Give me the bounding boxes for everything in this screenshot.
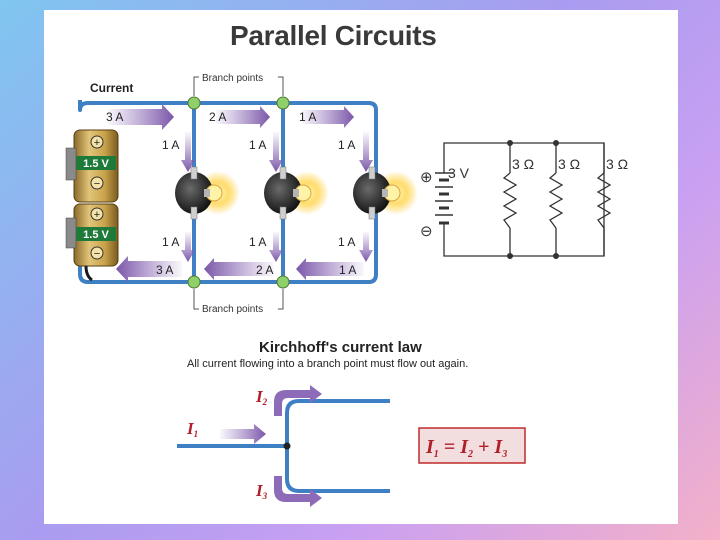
schematic-battery-symbol: [435, 172, 453, 225]
flow-arrow-left: [204, 258, 274, 280]
current-label: Current: [90, 81, 133, 95]
flow-arrow-down: [359, 232, 373, 262]
flow-arrow-right: [220, 424, 266, 444]
current-value-top-2: 2 A: [209, 110, 226, 124]
battery-1: + 1.5 V −: [65, 129, 119, 203]
branch-current-label: 1 A: [249, 235, 266, 249]
plus-terminal-icon: ⊕: [420, 169, 433, 186]
junction-node: [283, 442, 291, 450]
flow-arrow-right: [302, 106, 354, 128]
diagram-canvas: Branch points Branch points Current 3 A …: [65, 73, 628, 507]
kirchhoff-heading: Kirchhoff's current law: [259, 339, 422, 356]
junction-diagram: [177, 399, 390, 493]
flow-arrow-right: [108, 104, 174, 130]
schematic-diagram: [443, 142, 612, 257]
resistor-symbol: [502, 172, 518, 229]
current-value-bottom-1: 3 A: [156, 263, 173, 277]
flow-arrow-down: [269, 132, 283, 172]
lower-branch-wire: [285, 446, 390, 493]
equation-box: I1 = I2 + I3: [418, 427, 526, 464]
light-bulb-1: [175, 166, 240, 220]
current-value-top-1: 3 A: [106, 110, 123, 124]
slide: Parallel Circuits: [44, 10, 678, 524]
flow-arrow-left: [116, 256, 182, 282]
branch-points-callout-bottom: [193, 289, 284, 310]
battery-lead-wire: [84, 265, 93, 282]
resistor-symbol: [596, 172, 612, 229]
current-i1-label: I1: [186, 419, 198, 439]
minus-icon: −: [94, 248, 100, 260]
current-value-bottom-2: 2 A: [256, 263, 273, 277]
light-bulb-2: [264, 166, 329, 220]
branch-points-label-top: Branch points: [202, 73, 263, 84]
schematic-dots: [507, 140, 559, 259]
battery-2: + 1.5 V −: [65, 203, 119, 267]
plus-icon: +: [94, 137, 100, 149]
branch-current-label: 1 A: [162, 138, 179, 152]
schematic-wire: [443, 142, 605, 257]
kirchhoff-equation: I1 = I2 + I3: [425, 436, 507, 460]
branch-point-nodes: [187, 96, 290, 289]
resistor-label-3: 3 Ω: [606, 156, 628, 172]
flow-arrow-down-right: [274, 476, 322, 507]
flow-arrow-down: [181, 132, 195, 172]
bottom-flow-arrows: [116, 256, 364, 282]
flow-arrow-up-right: [274, 385, 322, 416]
resistor-symbol: [548, 172, 564, 229]
page-title: Parallel Circuits: [230, 20, 437, 51]
kirchhoff-statement: All current flowing into a branch point …: [187, 358, 469, 370]
current-value-top-3: 1 A: [299, 110, 316, 124]
top-flow-arrows: [108, 104, 354, 130]
branch-point-node: [276, 275, 290, 289]
flow-arrow-down: [359, 132, 373, 172]
current-i3-label: I3: [255, 481, 268, 501]
current-i2-label: I2: [255, 387, 268, 407]
current-value-bottom-3: 1 A: [339, 263, 356, 277]
resistor-label-1: 3 Ω: [512, 156, 534, 172]
branch-points-label-bottom: Branch points: [202, 304, 263, 315]
junction-arrows: [220, 385, 322, 507]
flow-arrow-down: [181, 232, 195, 262]
minus-icon: −: [94, 178, 100, 190]
branch-current-label: 1 A: [338, 235, 355, 249]
flow-arrow-down: [269, 232, 283, 262]
branch-current-label: 1 A: [338, 138, 355, 152]
branch-points-callout-top: [193, 76, 284, 96]
flow-arrow-left: [296, 258, 364, 280]
branch-point-node: [276, 96, 290, 110]
battery-voltage-label: 1.5 V: [83, 158, 109, 170]
resistor-label-2: 3 Ω: [558, 156, 580, 172]
battery-voltage-label: 1.5 V: [83, 229, 109, 241]
branch-current-label: 1 A: [249, 138, 266, 152]
upper-branch-wire: [285, 399, 390, 446]
minus-terminal-icon: ⊖: [420, 223, 433, 240]
light-bulb-3: [353, 166, 418, 220]
plus-icon: +: [94, 209, 100, 221]
branch-point-node: [187, 96, 201, 110]
branch-flow-arrows: [181, 132, 373, 262]
flow-arrow-right: [216, 106, 270, 128]
branch-current-label: 1 A: [162, 235, 179, 249]
source-voltage-label: 3 V: [448, 165, 470, 181]
branch-point-node: [187, 275, 201, 289]
